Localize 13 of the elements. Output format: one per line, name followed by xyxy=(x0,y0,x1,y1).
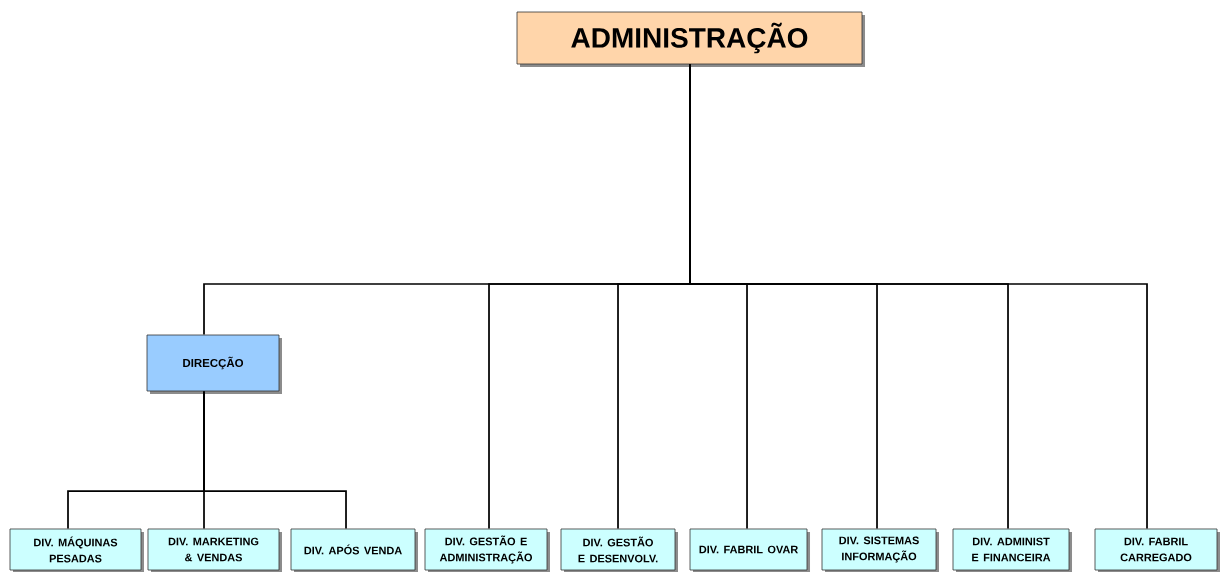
division-box: DIV. SISTEMAS INFORMAÇÃO xyxy=(821,528,939,572)
division-box: DIV. MARKETING & VENDAS xyxy=(147,528,282,572)
connector xyxy=(203,390,347,530)
division-box: DIV. APÓS VENDA xyxy=(290,528,418,572)
division-box: DIV. ADMINIST E FINANCEIRA xyxy=(952,528,1072,572)
division-box: DIV. FABRIL CARREGADO xyxy=(1094,528,1220,572)
division-box: DIV. GESTÃO E ADMINISTRAÇÃO xyxy=(424,528,550,572)
division-box: DIV. GESTÃO E DESENVOLV. xyxy=(560,528,678,572)
division-box: DIV. MÁQUINAS PESADAS xyxy=(9,528,144,572)
division-box: DIV. FABRIL OVAR xyxy=(689,528,810,572)
manager-box: DIRECÇÃO xyxy=(146,334,282,394)
connector xyxy=(689,63,1148,530)
top-box: ADMINISTRAÇÃO xyxy=(516,11,865,67)
